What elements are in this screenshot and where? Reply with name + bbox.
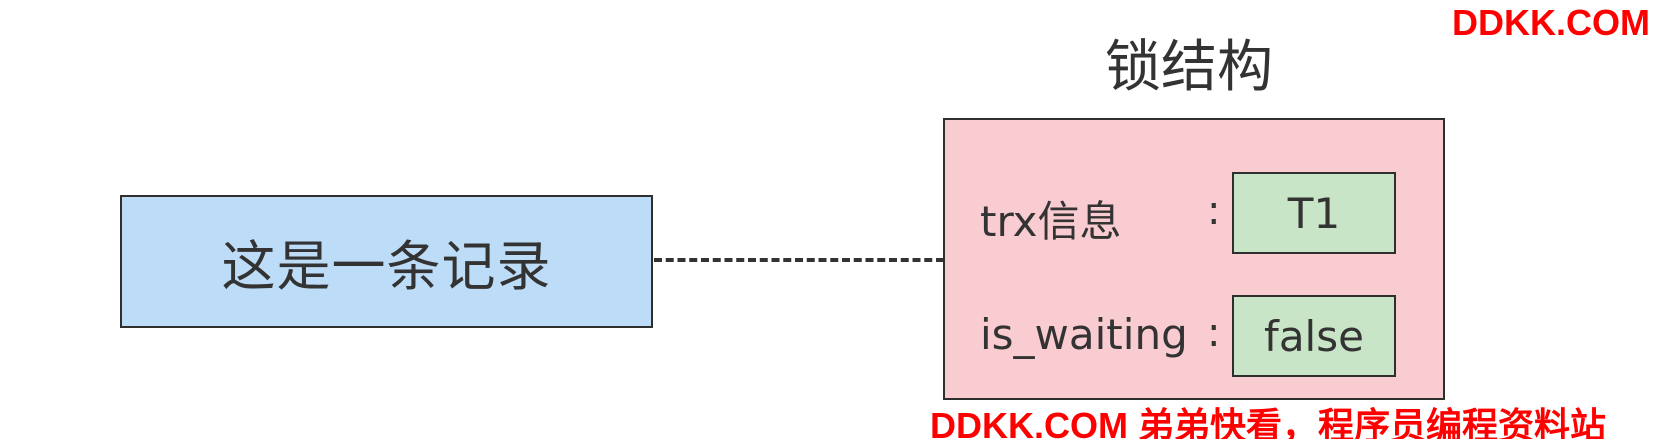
is-waiting-value: false: [1264, 311, 1364, 361]
trx-info-separator: :: [1207, 188, 1221, 234]
record-box: 这是一条记录: [120, 195, 653, 328]
record-label: 这是一条记录: [221, 235, 552, 298]
is-waiting-label: is_waiting: [980, 310, 1188, 359]
dashed-connector: [654, 258, 944, 262]
lock-structure-title: 锁结构: [1105, 35, 1273, 100]
is-waiting-separator: :: [1207, 310, 1221, 356]
watermark-bottom: DDKK.COM 弟弟快看，程序员编程资料站: [930, 405, 1606, 439]
watermark-top-right: DDKK.COM: [1452, 2, 1650, 43]
is-waiting-value-box: false: [1232, 295, 1396, 377]
lock-structure-box: trx信息 : T1 is_waiting : false: [943, 118, 1445, 400]
trx-info-label: trx信息: [980, 197, 1122, 246]
trx-info-value: T1: [1287, 188, 1341, 238]
trx-info-value-box: T1: [1232, 172, 1396, 254]
